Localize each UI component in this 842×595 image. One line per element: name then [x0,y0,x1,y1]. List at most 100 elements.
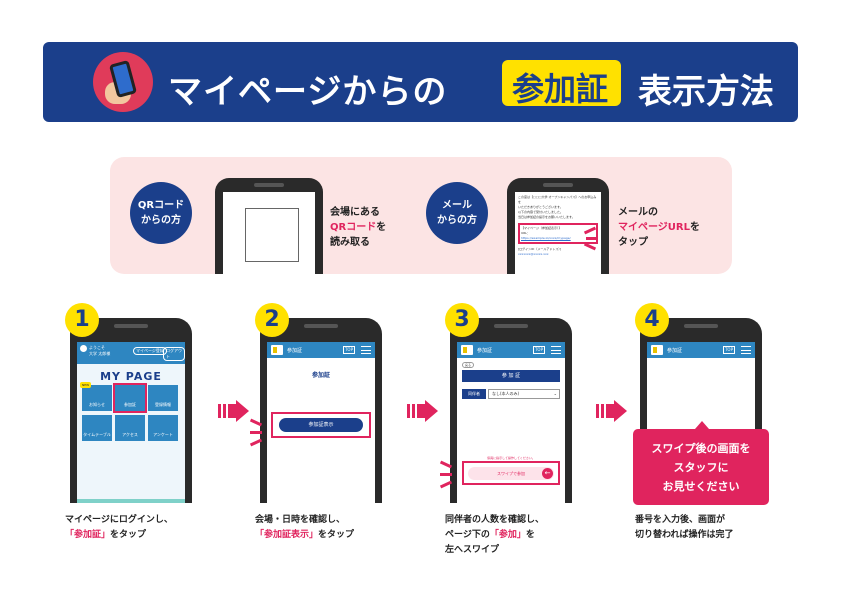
app-bar: 参加証 TOP [267,342,375,358]
menu-icon[interactable] [551,346,561,354]
logout-button[interactable]: ログアウト [163,347,185,361]
menu-icon[interactable] [361,346,371,354]
mail-line: 以下の内容で受付いたしました。 [518,210,564,214]
tile-pass[interactable]: 参加証 [113,383,147,413]
callout-line1: スワイプ後の画面を [651,442,751,455]
pass-heading: 参加証 [311,372,330,379]
smartphone-hand-icon [93,52,153,112]
mypage-url-link[interactable]: https://example.lo/xxxx/mypage/ [521,236,571,240]
tile-access[interactable]: アクセス [115,415,145,441]
step-1: 1 ようこそ 大学 太郎様 マイページ登録 ログアウト MY PAGE NEW … [65,303,240,540]
companion-label: 同伴者 [462,389,486,399]
avatar [80,345,87,352]
caption-red: 「参加」 [489,530,526,540]
step-1-phone: ようこそ 大学 太郎様 マイページ登録 ログアウト MY PAGE NEW お知… [70,318,192,503]
tile-label: 参加証 [124,402,136,407]
page-title-part2: 表示方法 [638,72,774,112]
app-bar-title: 参加証 [667,348,683,354]
mail-circle-line2: からの方 [437,215,477,226]
welcome-text: ようこそ [89,345,105,350]
mail-url-box[interactable]: 【マイページ（参加証表示）】 URL： https://example.lo/x… [518,223,598,244]
show-pass-button[interactable]: 参加証表示 [279,418,363,432]
app-bar-title: 参加証 [287,348,303,354]
caption-line3: 左へスワイプ [445,545,500,555]
step-4: 4 参加証 TOP スワイプ後の画面を スタッフに お見せください 番号を入力後、… [633,303,810,540]
menu-icon[interactable] [741,346,751,354]
pass-icon [651,345,663,355]
caption-red: 「参加証表示」 [255,530,319,540]
tile-registration[interactable]: 登録情報 [148,385,178,411]
arrow-left-icon[interactable]: ← [542,468,553,479]
qr-desc-line3: 読み取る [330,237,370,248]
method-panel: QRコード からの方 会場にある QRコードを 読み取る メール からの方 この… [110,157,732,274]
header-banner: マイページからの 参加証 表示方法 [43,42,798,122]
callout-line3: お見せください [662,480,740,493]
swipe-label: スワイプで参加 [497,471,525,476]
qr-method-description: 会場にある QRコードを 読み取る [330,205,386,250]
caption-red: 「参加証」 [65,530,111,540]
caption-line1: 番号を入力後、画面が [635,515,726,525]
title-highlight: 参加証 [502,60,621,108]
caption-line1: 会場・日時を確認し、 [255,515,346,525]
companion-value: なし(本人のみ) [492,391,520,396]
tile-timetable[interactable]: タイムテーブル [82,415,112,441]
caption-line1: 同伴者の人数を確認し、 [445,515,545,525]
mypage-header: ようこそ 大学 太郎様 マイページ登録 ログアウト [77,342,185,364]
step-number-badge: 2 [255,303,289,337]
step-arrow-icon [407,400,438,422]
qr-desc-red: QRコード [330,222,377,233]
app-bar: 参加証 TOP [457,342,565,358]
qr-circle-line2: からの方 [141,215,181,226]
caption-tail: を [525,530,535,540]
page-title-part1: マイページからの [168,72,448,112]
step-3-caption: 同伴者の人数を確認し、 ページ下の「参加」を 左へスワイプ [445,513,620,558]
qr-phone [215,178,323,274]
qr-desc-line1: 会場にある [330,207,380,218]
qr-circle-line1: QRコード [137,200,185,211]
mail-line: この度は【□□□大学 オープンキャンパス】へのお申込みを [518,195,597,204]
step-number-badge: 1 [65,303,99,337]
mail-desc-line3: タップ [618,237,648,248]
companion-select[interactable]: なし(本人のみ)⌄ [488,389,560,399]
tile-label: アクセス [122,432,138,437]
app-bar: 参加証 TOP [647,342,755,358]
step-arrow-icon [218,400,249,422]
mail-desc-tail: を [690,222,700,233]
caption-tail: をタップ [110,530,147,540]
register-button[interactable]: マイページ登録 [133,347,167,355]
mail-line: いただきありがとうございます。 [518,205,563,209]
top-button[interactable]: TOP [533,346,545,354]
top-button[interactable]: TOP [723,346,735,354]
mail-login-label: [ログインID（メールアドレス）] [518,247,562,251]
mail-desc-red: マイページURL [618,222,690,233]
mail-circle-line1: メール [442,200,472,211]
qr-method-circle: QRコード からの方 [130,182,192,244]
qr-scan-frame [245,208,299,262]
app-bar-title: 参加証 [477,348,493,354]
companion-row: 同伴者 なし(本人のみ)⌄ [462,389,560,399]
caption-line2: ページ下の [445,530,490,540]
new-badge: NEW [80,382,92,388]
highlight-frame: スワイプで参加 ← [462,461,560,485]
title-highlight-text: 参加証 [512,70,609,108]
pass-card-title: 参 加 証 [462,370,560,382]
step-4-caption: 番号を入力後、画面が 切り替われば操作は完了 [635,513,810,543]
tile-news[interactable]: お知らせ [82,385,112,411]
back-button[interactable]: 戻る [462,362,475,368]
mail-method-circle: メール からの方 [426,182,488,244]
swipe-slider[interactable]: スワイプで参加 ← [468,467,554,480]
tile-label: 登録情報 [155,402,171,407]
tile-survey[interactable]: アンケート [148,415,178,441]
tile-label: アンケート [153,432,173,437]
tile-label: お知らせ [89,402,105,407]
callout-line2: スタッフに [673,461,729,474]
tile-label: タイムテーブル [83,432,111,437]
top-button[interactable]: TOP [343,346,355,354]
step-arrow-icon [596,400,627,422]
mail-phone: この度は【□□□大学 オープンキャンパス】へのお申込みを いただきありがとうござ… [507,178,609,274]
mypage-heading: MY PAGE [100,370,162,383]
step-2-phone: 参加証 TOP 参加証 参加証表示 [260,318,382,503]
step-number-badge: 4 [635,303,669,337]
